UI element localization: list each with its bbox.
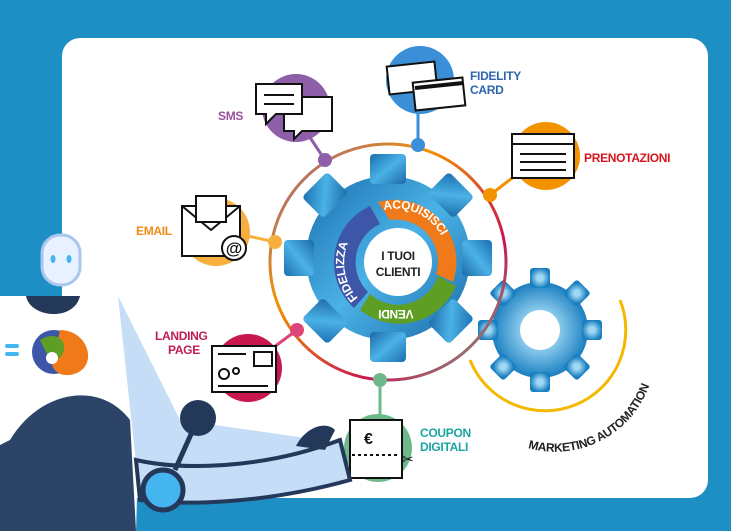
channel-sms: SMS xyxy=(218,74,333,142)
euro-icon: € xyxy=(364,431,373,448)
center-line1: I TUOI xyxy=(381,249,415,263)
channel-email: @ EMAIL xyxy=(136,195,250,266)
chat-bubbles-icon xyxy=(255,83,333,142)
landing-label-line2: PAGE xyxy=(168,343,200,357)
coupon-icon xyxy=(349,419,403,479)
customer-cycle: ACQUISISCI FIDELIZZA VENDI I TUOI CLIENT… xyxy=(333,198,457,324)
channel-ring xyxy=(268,142,508,382)
coupon-label-line2: DIGITALI xyxy=(420,440,468,454)
fidelizza-arrow xyxy=(333,206,380,308)
brand-logo xyxy=(32,330,89,376)
prenotazioni-label: PRENOTAZIONI xyxy=(584,151,670,165)
fidelity-label-line2: CARD xyxy=(470,83,504,97)
envelope-icon xyxy=(181,195,247,261)
robot-illustration xyxy=(0,233,353,531)
coupon-label-line1: COUPON xyxy=(420,426,471,440)
vendi-label: VENDI xyxy=(378,307,413,321)
webpage-icon xyxy=(211,345,277,393)
channel-coupon: € ✂ COUPON DIGITALI xyxy=(344,414,471,482)
vendi-arrow xyxy=(360,276,456,324)
email-label: EMAIL xyxy=(136,224,172,238)
channel-prenotazioni: PRENOTAZIONI xyxy=(511,122,670,190)
scissors-icon: ✂ xyxy=(402,451,414,467)
channel-fidelity-card: FIDELITY CARD xyxy=(385,46,522,114)
fidelity-label-line1: FIDELITY xyxy=(470,69,521,83)
channel-landing-page: LANDING PAGE xyxy=(155,329,282,402)
at-sign-icon: @ xyxy=(226,239,243,258)
cards-icon xyxy=(385,60,467,112)
calendar-icon xyxy=(511,133,575,179)
acquisisci-arrow xyxy=(378,199,457,282)
sms-label: SMS xyxy=(218,109,243,123)
landing-label-line1: LANDING xyxy=(155,329,208,343)
center-line2: CLIENTI xyxy=(376,265,421,279)
